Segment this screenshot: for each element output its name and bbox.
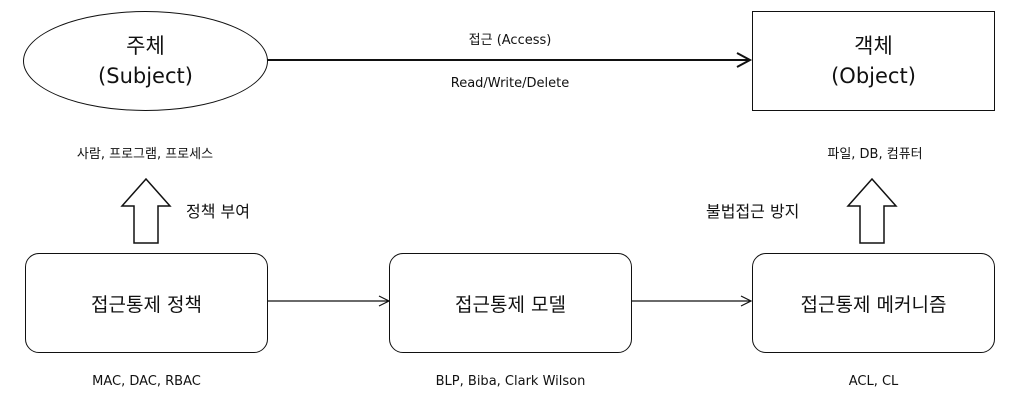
object-title: 객체 [854,34,893,58]
mechanism-label: 접근통제 메커니즘 [800,293,947,316]
policy-grant-label: 정책 부여 [186,202,250,221]
subject-subtitle: (Subject) [98,64,193,88]
prevent-illegal-access-label: 불법접근 방지 [706,202,800,221]
subject-node: 주체 (Subject) [23,11,268,111]
access-arrow-head [736,52,753,68]
access-label: 접근 (Access) [468,33,552,48]
prevent-access-up-arrow [846,177,898,244]
mechanism-examples: ACL, CL [848,374,899,389]
object-node: 객체 (Object) [752,11,995,111]
model-to-mechanism-arrow-head [740,295,753,307]
model-label: 접근통제 모델 [455,293,566,316]
policy-node: 접근통제 정책 [25,253,268,353]
subject-title: 주체 [126,34,165,58]
policy-label: 접근통제 정책 [91,293,202,316]
mechanism-node: 접근통제 메커니즘 [752,253,995,353]
policy-grant-up-arrow [120,177,172,244]
subject-examples: 사람, 프로그램, 프로세스 [76,147,214,162]
model-node: 접근통제 모델 [389,253,632,353]
policy-examples: MAC, DAC, RBAC [92,374,201,389]
access-operations: Read/Write/Delete [450,76,570,91]
model-examples: BLP, Biba, Clark Wilson [435,374,586,389]
object-subtitle: (Object) [831,64,916,88]
object-examples: 파일, DB, 컴퓨터 [827,147,923,162]
